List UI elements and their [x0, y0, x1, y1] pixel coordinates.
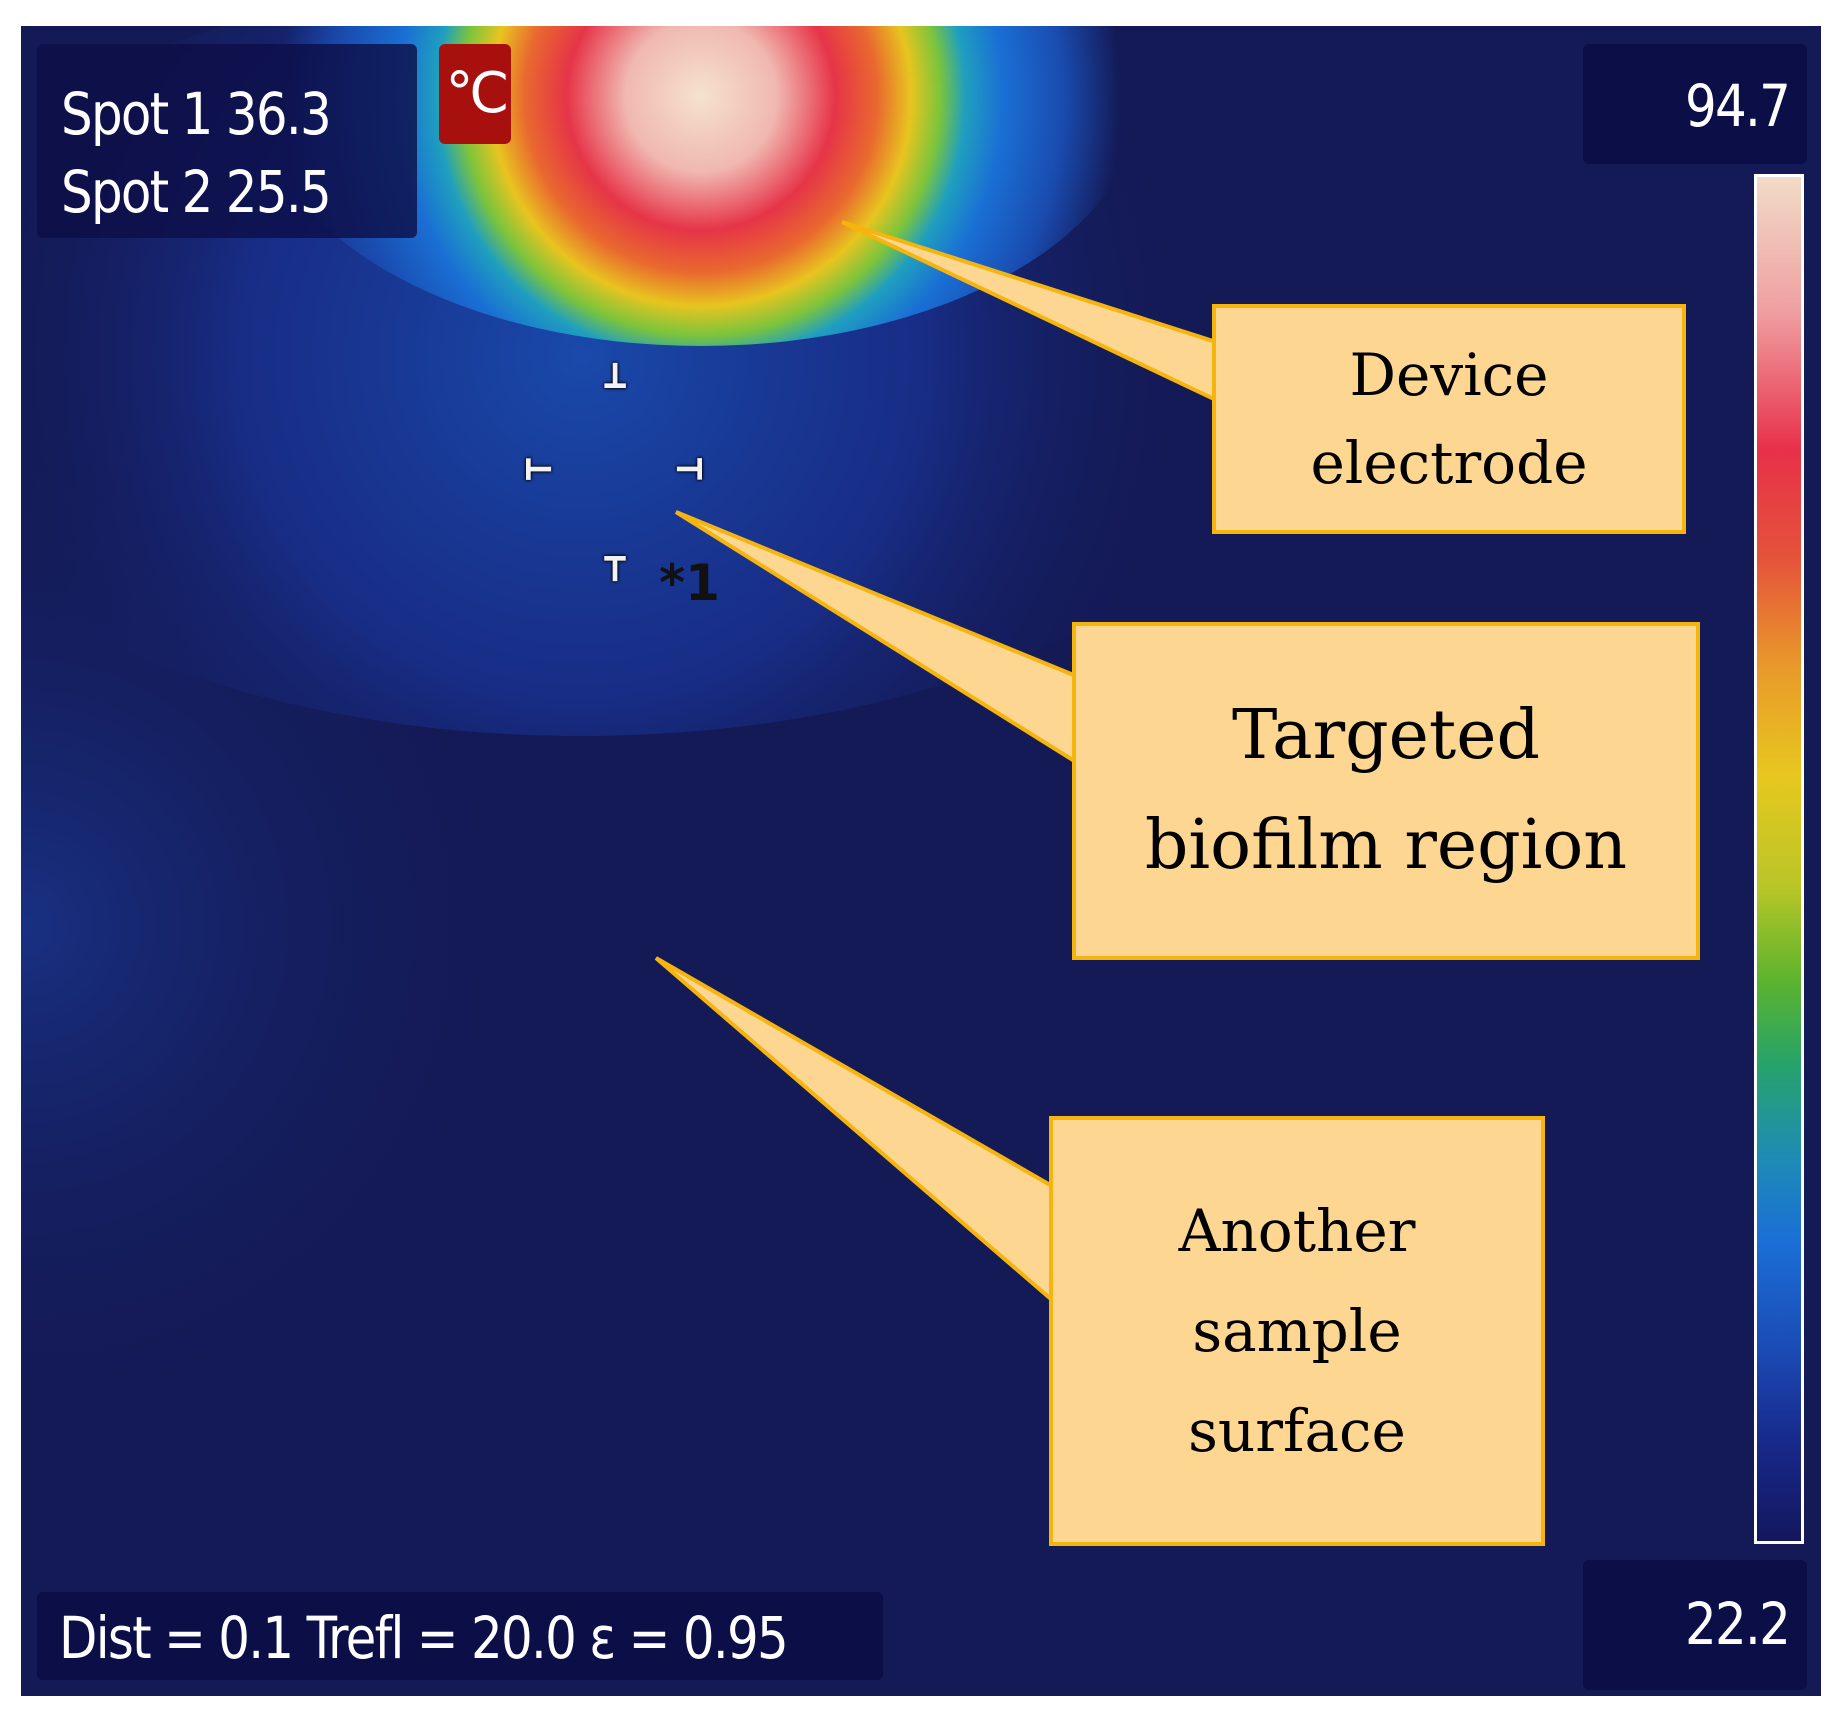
spot-marker-label: *1 — [659, 554, 720, 612]
scale-min-value: 22.2 — [1684, 1590, 1791, 1658]
scale-max-value: 94.7 — [1684, 72, 1791, 140]
callout-sample-text: Another sample surface — [1178, 1197, 1416, 1465]
callout-device-electrode: Device electrode — [1212, 304, 1686, 534]
pointer-biofilm — [674, 510, 1078, 766]
spot-readout-panel: Spot 1 36.3 Spot 2 25.5 — [37, 44, 417, 238]
callout-device-text: Device electrode — [1310, 341, 1588, 497]
callout-biofilm-text: Targeted biofilm region — [1144, 696, 1628, 885]
callout-sample-surface: Another sample surface — [1049, 1116, 1545, 1546]
pointer-sample — [654, 956, 1054, 1305]
scale-min-box: 22.2 — [1583, 1560, 1807, 1690]
spot-1-readout: Spot 1 36.3 — [61, 80, 332, 148]
pointer-device — [841, 220, 1218, 404]
unit-badge: °C — [439, 44, 511, 144]
callout-targeted-biofilm: Targeted biofilm region — [1072, 622, 1700, 960]
parameters-readout: Dist = 0.1 Trefl = 20.0 ε = 0.95 — [59, 1604, 789, 1672]
parameters-panel: Dist = 0.1 Trefl = 20.0 ε = 0.95 — [37, 1592, 883, 1680]
crosshair-top-icon: ⊥ — [603, 352, 628, 398]
scale-max-box: 94.7 — [1583, 44, 1807, 164]
color-scale-bar — [1754, 174, 1804, 1544]
spot-2-readout: Spot 2 25.5 — [61, 158, 332, 226]
